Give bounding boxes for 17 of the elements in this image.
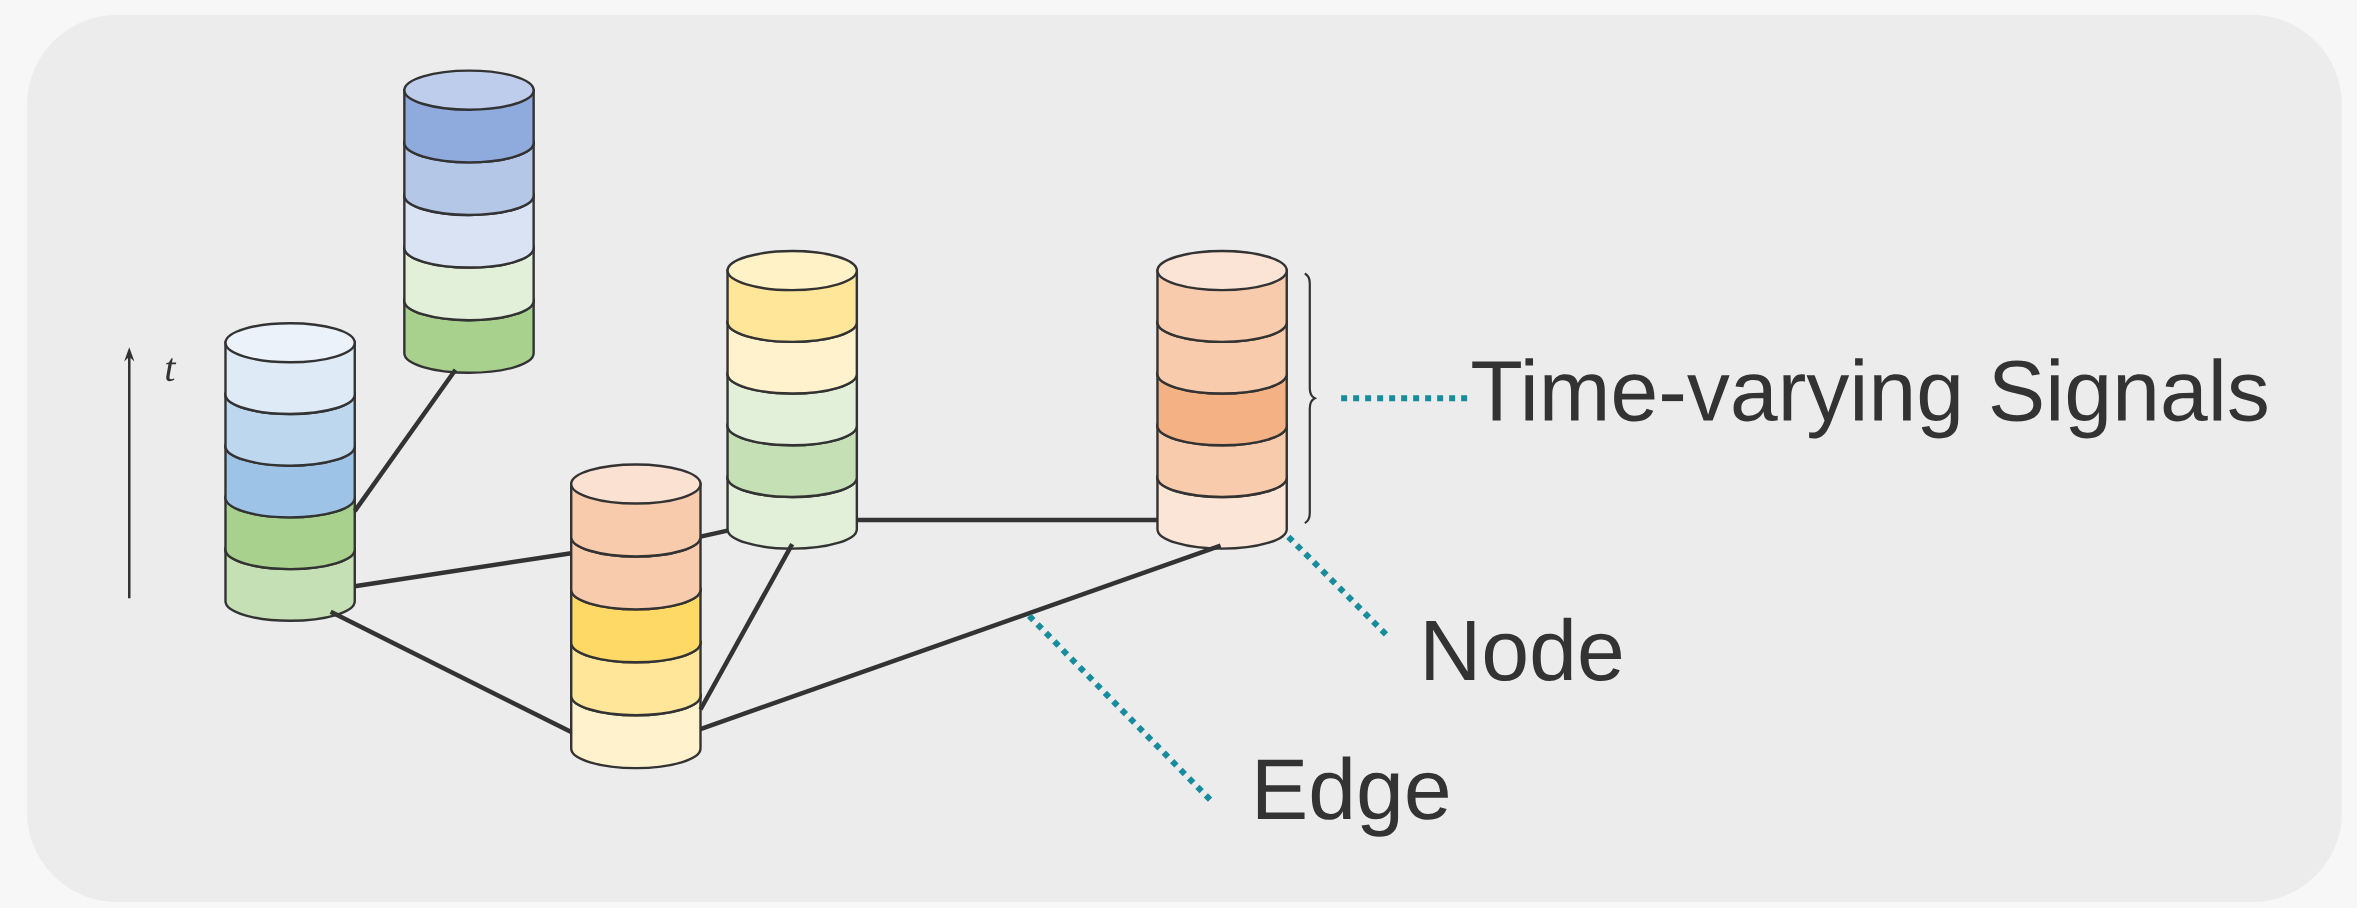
cylinder-stack [403,69,535,374]
cylinder-stack [570,463,702,770]
node-label: Node [1426,617,1621,681]
leader-line [1284,533,1389,637]
cylinder-stack [224,322,356,623]
edge-line [700,528,729,539]
edge-line [329,609,573,735]
edge-line [698,543,795,711]
node-label: Time-varying Signals [1472,358,2267,439]
edge-line [699,543,1222,732]
axis-label: t [166,358,177,382]
node-label: Edge [1257,756,1448,837]
edge-line [354,551,572,589]
cylinder-stack [1156,249,1288,550]
edge-line [352,368,458,513]
edge-line [856,517,1158,523]
cylinder-stack [726,249,859,550]
